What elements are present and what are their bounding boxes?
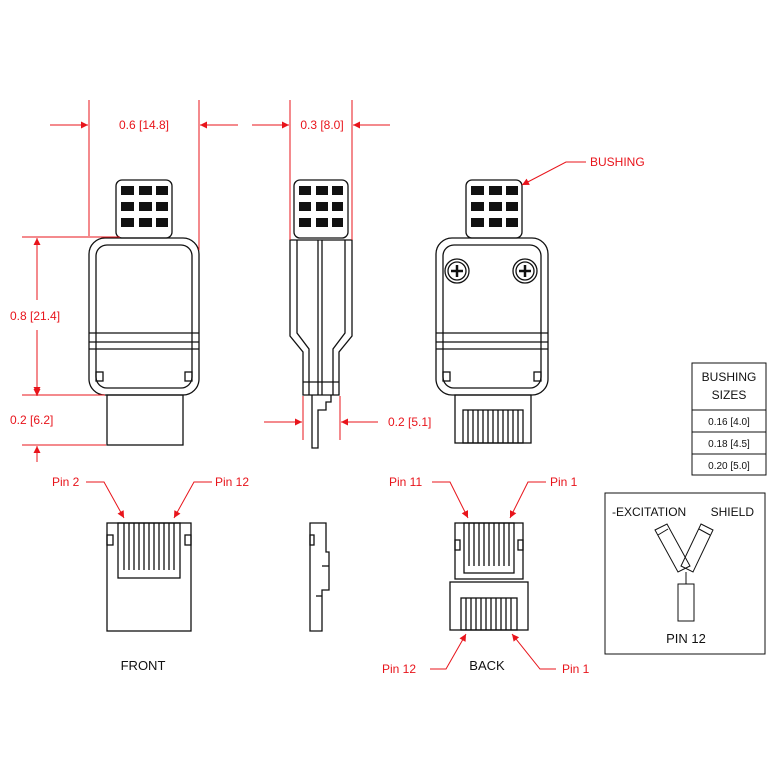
bushing-table-header-2: SIZES — [712, 388, 747, 402]
front-label: FRONT — [121, 658, 166, 673]
bushing-table-row: 0.18 [4.5] — [708, 439, 750, 450]
body-side — [289, 239, 353, 396]
front-view-bottom — [106, 522, 192, 632]
back-top-left-label: Pin 11 — [389, 475, 422, 489]
front-face-contacts — [123, 523, 175, 570]
back-bottom-right-label: Pin 1 — [562, 662, 590, 676]
wire-right — [680, 523, 714, 573]
front-view-top — [88, 179, 200, 446]
back-view-top — [435, 179, 549, 444]
bushing-table-row: 0.16 [4.0] — [708, 417, 750, 428]
bushing-callout: BUSHING — [590, 155, 645, 169]
bushing-side — [293, 179, 349, 239]
dim-side-plug-width: 0.2 [5.1] — [388, 415, 431, 429]
wiring-detail-box — [604, 492, 766, 655]
wire-right-label: SHIELD — [711, 505, 755, 519]
dim-side-width: 0.3 [8.0] — [300, 118, 343, 132]
back-pin-leaders — [430, 481, 556, 670]
bushing-table-header-1: BUSHING — [702, 370, 757, 384]
side-dims — [252, 100, 390, 440]
plug-front — [106, 394, 184, 446]
back-face-lower — [449, 581, 529, 631]
bushing-grip-side — [299, 186, 343, 227]
back-bottom-left-label: Pin 12 — [382, 662, 416, 676]
back-label: BACK — [469, 658, 505, 673]
bushing-sizes-table — [691, 362, 767, 476]
dim-front-height: 0.8 [21.4] — [10, 309, 60, 323]
side-view-bottom — [309, 522, 330, 632]
wire-pin-label: PIN 12 — [666, 631, 706, 646]
dim-front-width: 0.6 [14.8] — [119, 118, 169, 132]
bushing-grip-front — [121, 186, 168, 227]
screw-left-icon — [444, 258, 470, 284]
back-view-bottom — [449, 522, 529, 631]
wire-joined — [677, 572, 695, 622]
plug-side-profile — [309, 522, 330, 632]
front-dims — [22, 100, 238, 462]
wire-left — [654, 523, 691, 573]
front-pin-right-label: Pin 12 — [215, 475, 249, 489]
side-view-top — [289, 179, 353, 449]
back-upper-contacts — [468, 523, 510, 566]
bushing-leader — [521, 161, 586, 186]
bushing-grip-back — [471, 186, 518, 227]
front-pin-leaders — [86, 481, 212, 519]
dim-plug-height: 0.2 [6.2] — [10, 413, 53, 427]
plug-side — [311, 395, 332, 449]
wire-left-label: -EXCITATION — [612, 505, 686, 519]
bushing-table-row: 0.20 [5.0] — [708, 461, 750, 472]
back-lower-contacts — [465, 598, 512, 630]
body-front — [88, 237, 200, 396]
front-pin-left-label: Pin 2 — [52, 475, 80, 489]
body-back — [435, 237, 549, 396]
back-top-right-label: Pin 1 — [550, 475, 578, 489]
screw-right-icon — [512, 258, 538, 284]
plug-back-contacts — [467, 410, 519, 443]
